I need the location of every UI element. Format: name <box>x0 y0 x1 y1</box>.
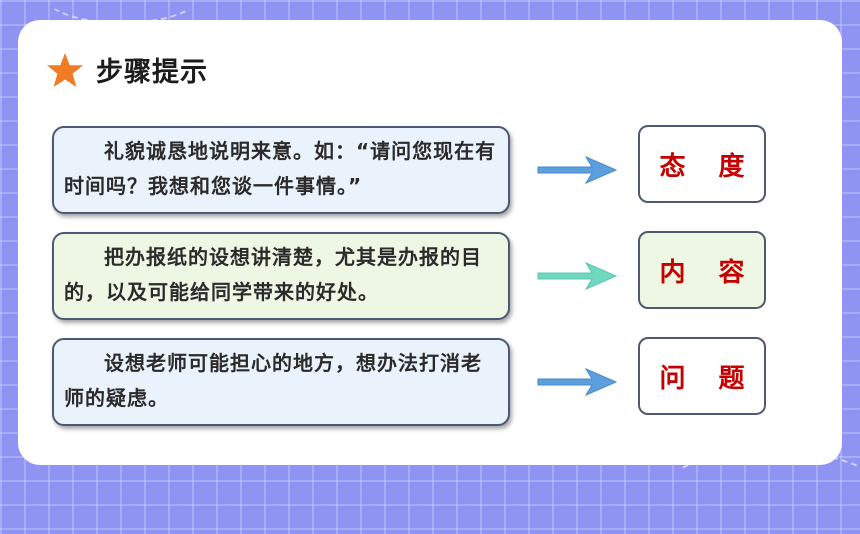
arrow-right-icon <box>537 367 618 397</box>
section-title: 步骤提示 <box>96 57 208 88</box>
arrow-right-icon <box>537 155 618 185</box>
step-label-attitude: 态 度 <box>638 125 766 203</box>
step-label-content: 内 容 <box>638 231 766 309</box>
step-row-problem: 设想老师可能担心的地方，想办法打消老师的疑虑。 问 题 <box>52 337 812 430</box>
step-label-problem: 问 题 <box>638 337 766 415</box>
star-icon <box>47 52 83 87</box>
step-description: 礼貌诚恳地说明来意。如：“请问您现在有时间吗？我想和您谈一件事情。” <box>52 126 510 214</box>
step-row-attitude: 礼貌诚恳地说明来意。如：“请问您现在有时间吗？我想和您谈一件事情。” 态 度 <box>52 125 812 218</box>
arrow-right-icon <box>537 261 618 291</box>
step-row-content: 把办报纸的设想讲清楚，尤其是办报的目的，以及可能给同学带来的好处。 内 容 <box>52 231 812 324</box>
step-description: 把办报纸的设想讲清楚，尤其是办报的目的，以及可能给同学带来的好处。 <box>52 232 510 320</box>
step-description: 设想老师可能担心的地方，想办法打消老师的疑虑。 <box>52 338 510 426</box>
section-header: 步骤提示 <box>46 50 208 89</box>
content-card: 步骤提示 礼貌诚恳地说明来意。如：“请问您现在有时间吗？我想和您谈一件事情。” … <box>18 20 842 465</box>
